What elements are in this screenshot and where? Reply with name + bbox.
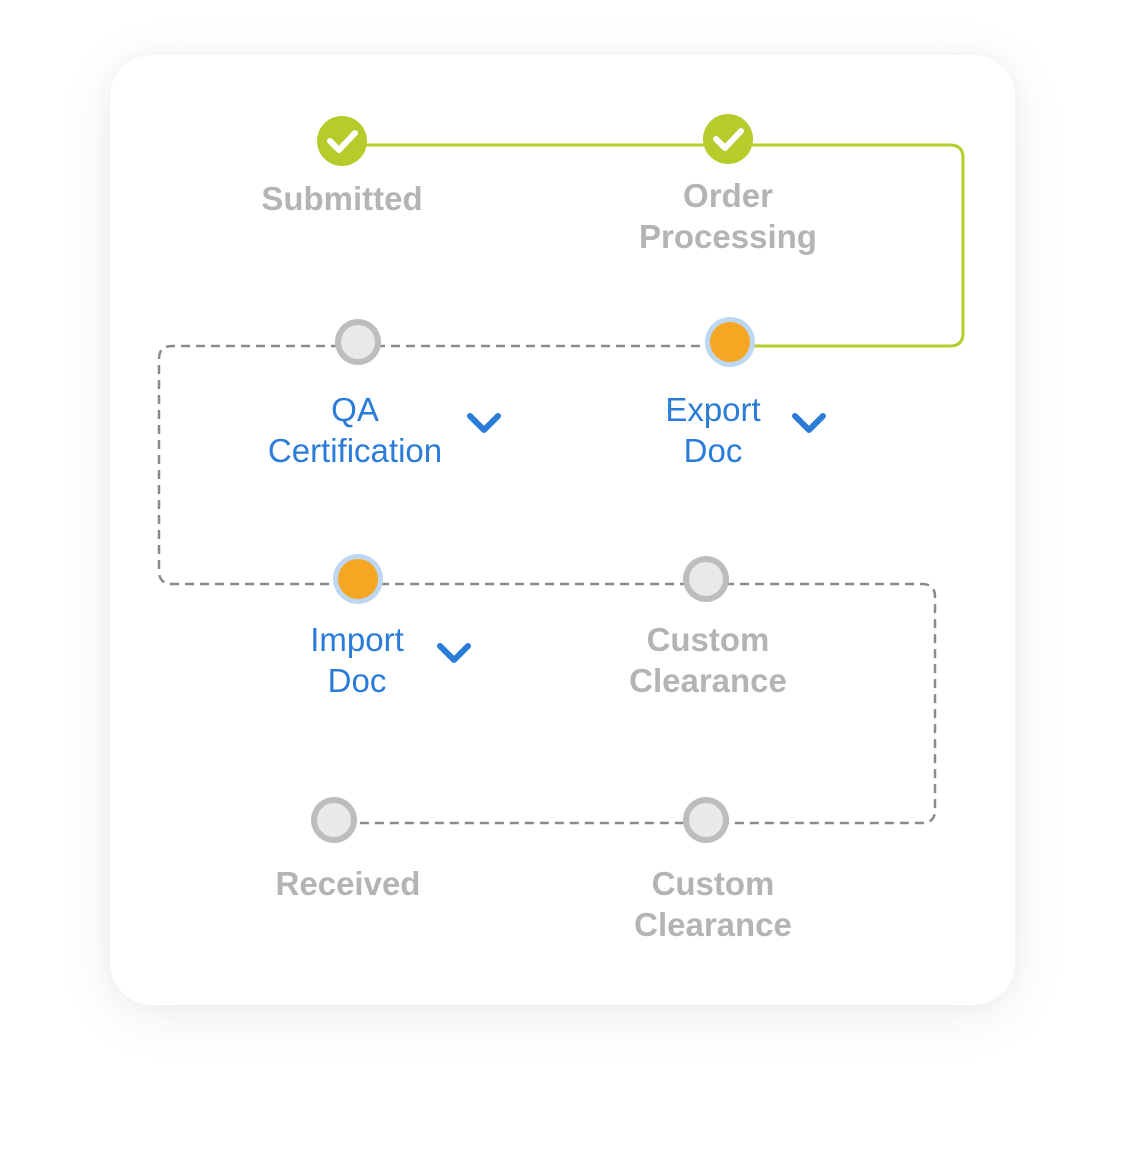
step-label-line: Doc [327, 662, 387, 699]
step-label-custom-clearance-1: Custom Clearance [629, 619, 787, 701]
step-label-custom-clearance-2: Custom Clearance [634, 863, 792, 945]
step-label-line: QA [331, 391, 379, 428]
step-label-export-doc[interactable]: Export Doc [665, 389, 760, 471]
step-label-line: Custom [646, 621, 770, 658]
step-label-line: Certification [267, 432, 443, 469]
step-label-line: Submitted [261, 180, 423, 217]
check-icon [327, 130, 358, 153]
step-label-line: Custom [651, 865, 775, 902]
step-label-line: Received [275, 865, 421, 902]
step-node-custom-clearance-1 [683, 556, 729, 602]
step-node-received [311, 797, 357, 843]
completed-connector [342, 143, 965, 348]
check-icon [713, 128, 744, 151]
step-label-line: Export [665, 391, 761, 428]
step-label-qa-certification[interactable]: QA Certification [268, 389, 442, 471]
step-node-export-doc [705, 317, 755, 367]
step-node-order-processing [703, 114, 753, 164]
order-tracker-card [110, 55, 1015, 1005]
chevron-down-icon[interactable] [791, 412, 827, 436]
step-node-custom-clearance-2 [683, 797, 729, 843]
step-label-line: Order [683, 177, 773, 214]
step-node-qa-certification [335, 319, 381, 365]
step-label-received: Received [276, 863, 421, 904]
step-label-line: Import [310, 621, 404, 658]
step-label-order-processing: Order Processing [639, 175, 817, 257]
chevron-down-icon[interactable] [466, 412, 502, 436]
chevron-down-icon[interactable] [436, 642, 472, 666]
step-label-line: Doc [683, 432, 743, 469]
step-node-submitted [317, 116, 367, 166]
pending-connector [157, 344, 937, 825]
step-label-line: Processing [639, 218, 817, 255]
step-label-import-doc[interactable]: Import Doc [310, 619, 404, 701]
step-label-submitted: Submitted [261, 178, 422, 219]
step-node-import-doc [333, 554, 383, 604]
step-label-line: Clearance [634, 906, 792, 943]
step-label-line: Clearance [629, 662, 787, 699]
